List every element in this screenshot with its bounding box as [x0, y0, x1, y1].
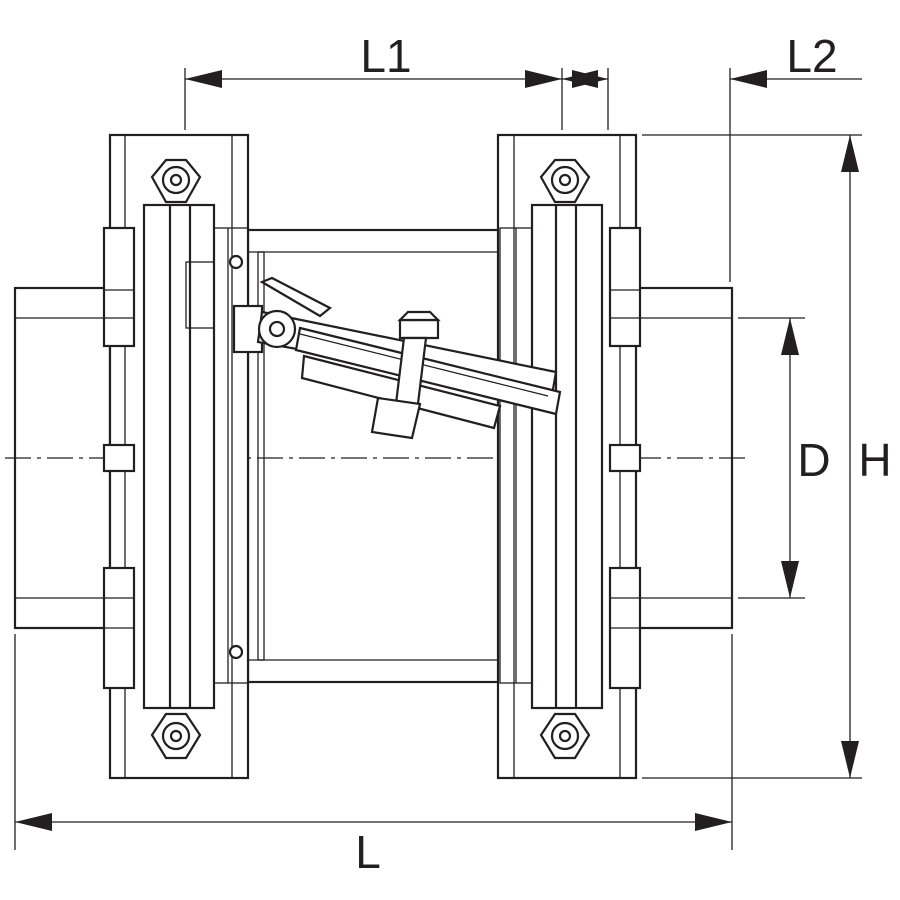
dimension-label-d: D [797, 434, 830, 486]
dimension-h: H [841, 135, 892, 778]
dimension-label-l1: L1 [360, 30, 411, 82]
dimension-label-h: H [858, 434, 891, 486]
dimension-l: L [15, 813, 732, 878]
right-coupling [496, 133, 642, 780]
left-coupling [102, 133, 250, 780]
dimension-d: D [781, 318, 831, 598]
bolt-top-right [539, 158, 591, 204]
bolt-bottom-right [539, 712, 591, 760]
bolt-top-left [150, 158, 202, 204]
bolt-bottom-left [150, 712, 202, 760]
dimension-l1: L1 [185, 30, 562, 88]
valve-body [246, 228, 502, 684]
dimension-l2: L2 [562, 30, 862, 88]
dimension-label-l2: L2 [786, 30, 837, 82]
extension-lines [14, 68, 862, 850]
check-disc-assembly [228, 254, 562, 660]
dimension-label-l: L [355, 826, 381, 878]
